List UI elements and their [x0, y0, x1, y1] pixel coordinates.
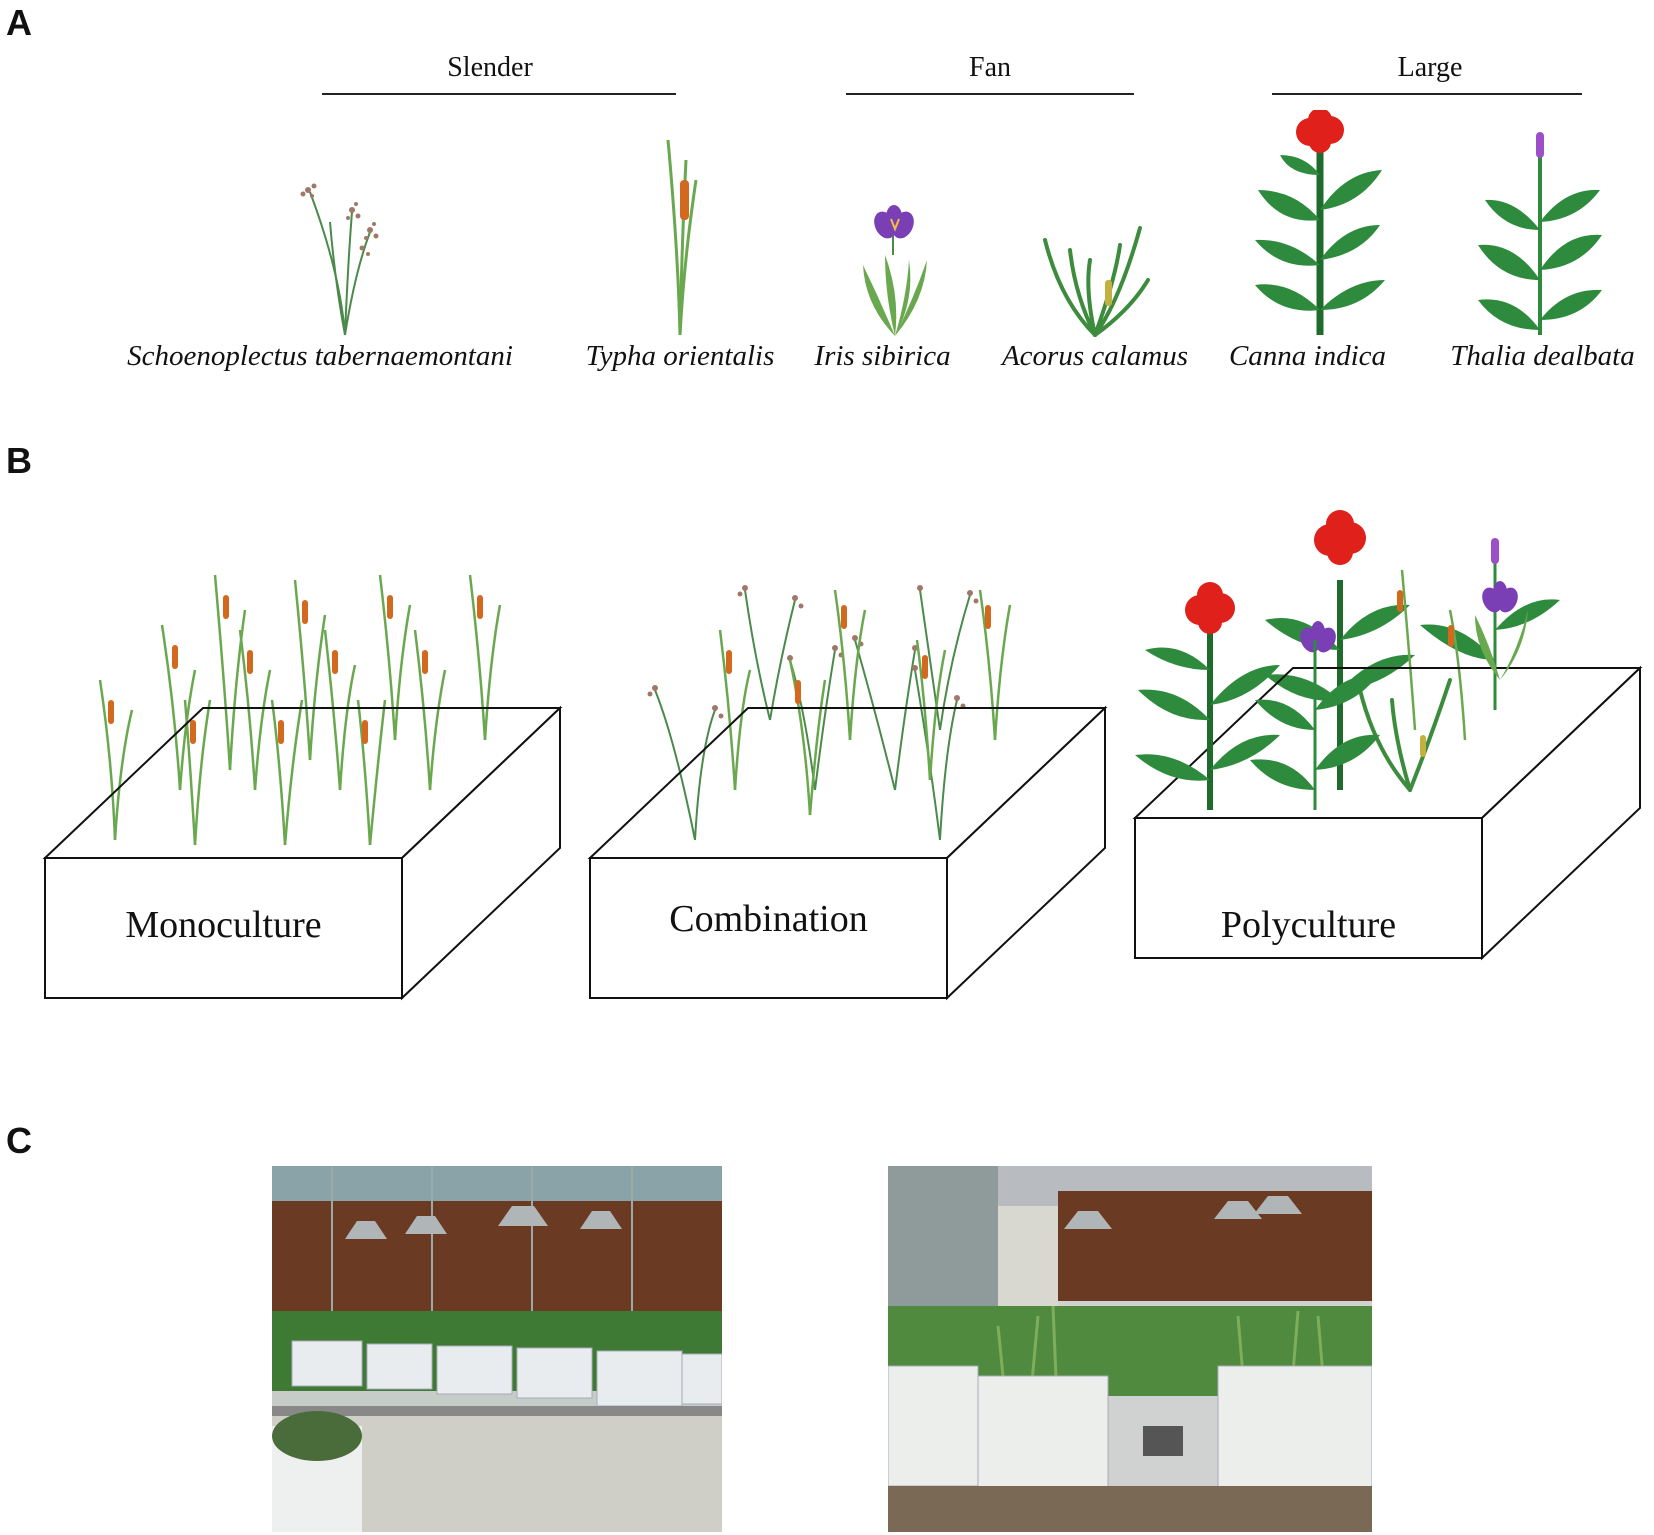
group-label-slender: Slender	[447, 52, 533, 83]
greenhouse-photo-left	[272, 1166, 722, 1532]
canna-icon	[1255, 110, 1385, 335]
thalia-icon	[1478, 132, 1602, 335]
treatment-label-polyculture: Polyculture	[1220, 904, 1397, 946]
group-rule-slender	[322, 93, 676, 95]
monoculture-diagram	[42, 574, 563, 1001]
group-rule-large	[1272, 93, 1582, 95]
species-name: Iris sibirica	[814, 340, 951, 372]
species-name: Canna indica	[1228, 340, 1387, 372]
panel-label-a: A	[6, 2, 32, 43]
greenhouse-photo-right	[888, 1166, 1372, 1532]
bulrush-icon	[300, 183, 379, 336]
group-label-fan: Fan	[969, 52, 1011, 83]
species-name: Thalia dealbata	[1450, 340, 1635, 372]
cattail-icon	[666, 140, 698, 336]
polyculture-diagram	[1132, 510, 1643, 961]
iris-icon	[863, 205, 927, 336]
group-label-large: Large	[1397, 52, 1463, 83]
species-name: Typha orientalis	[585, 340, 775, 372]
species-name: Schoenoplectus tabernaemontani	[127, 340, 513, 372]
sweetflag-icon	[1043, 226, 1150, 337]
species-name: Acorus calamus	[1001, 340, 1189, 372]
group-rule-fan	[846, 93, 1134, 95]
cattail-cluster	[98, 574, 502, 846]
treatment-label-monoculture: Monoculture	[125, 904, 322, 946]
treatment-label-combination: Combination	[669, 898, 868, 940]
panel-label-c: C	[6, 1120, 32, 1161]
panel-label-b: B	[6, 440, 32, 481]
combination-diagram	[587, 585, 1108, 1001]
